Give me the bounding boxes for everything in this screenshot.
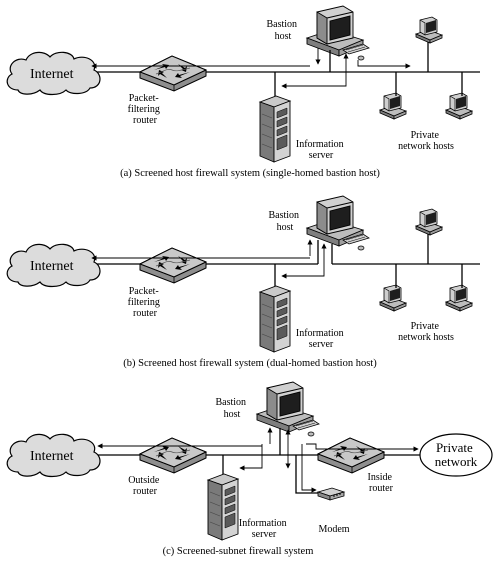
information-server-label: Information server xyxy=(296,139,346,161)
caption-c: (c) Screened-subnet firewall system xyxy=(163,546,314,557)
bastion-host xyxy=(256,381,320,437)
private-network-label: Private network xyxy=(435,440,478,469)
internet-label: Internet xyxy=(30,67,74,82)
modem xyxy=(317,487,345,501)
bastion-host xyxy=(306,195,370,251)
bastion-host-label: Bastion host xyxy=(266,19,299,42)
private-host-2 xyxy=(379,284,407,312)
private-host-1 xyxy=(415,208,443,236)
private-hosts-label: Private network hosts xyxy=(398,130,454,152)
private-host-1 xyxy=(415,16,443,44)
information-server-label: Information server xyxy=(239,518,289,540)
private-network-ellipse xyxy=(419,433,493,477)
information-server xyxy=(207,473,239,541)
private-hosts-label: Private network hosts xyxy=(398,321,454,343)
bastion-host xyxy=(306,5,370,61)
packet-filtering-router xyxy=(139,247,207,284)
router-label: Packet- filtering router xyxy=(128,286,163,319)
packet-filtering-router xyxy=(139,55,207,92)
panel-b: Internet Bastion host Packet- filtering … xyxy=(6,195,480,369)
outside-router-label: Outside router xyxy=(128,475,162,497)
caption-b: (b) Screened host firewall system (dual-… xyxy=(123,358,377,369)
private-host-3 xyxy=(445,92,473,120)
information-server xyxy=(259,95,291,163)
caption-a: (a) Screened host firewall system (singl… xyxy=(120,168,380,179)
private-host-3 xyxy=(445,284,473,312)
modem-label: Modem xyxy=(318,524,349,535)
router-label: Packet- filtering router xyxy=(128,93,163,126)
internet-label: Internet xyxy=(30,259,74,274)
inside-router xyxy=(317,437,385,474)
inside-router-label: Inside router xyxy=(368,472,395,494)
panel-c: Internet Private network Bastion host Ou… xyxy=(6,381,493,557)
internet-label: Internet xyxy=(30,449,74,464)
information-server xyxy=(259,285,291,353)
outside-router xyxy=(139,437,207,474)
panel-a: Internet Bastion host Packet- filtering … xyxy=(6,5,480,179)
bastion-host-label: Bastion host xyxy=(268,210,301,233)
private-host-2 xyxy=(379,92,407,120)
information-server-label: Information server xyxy=(296,328,346,350)
bastion-host-label: Bastion host xyxy=(215,397,248,420)
